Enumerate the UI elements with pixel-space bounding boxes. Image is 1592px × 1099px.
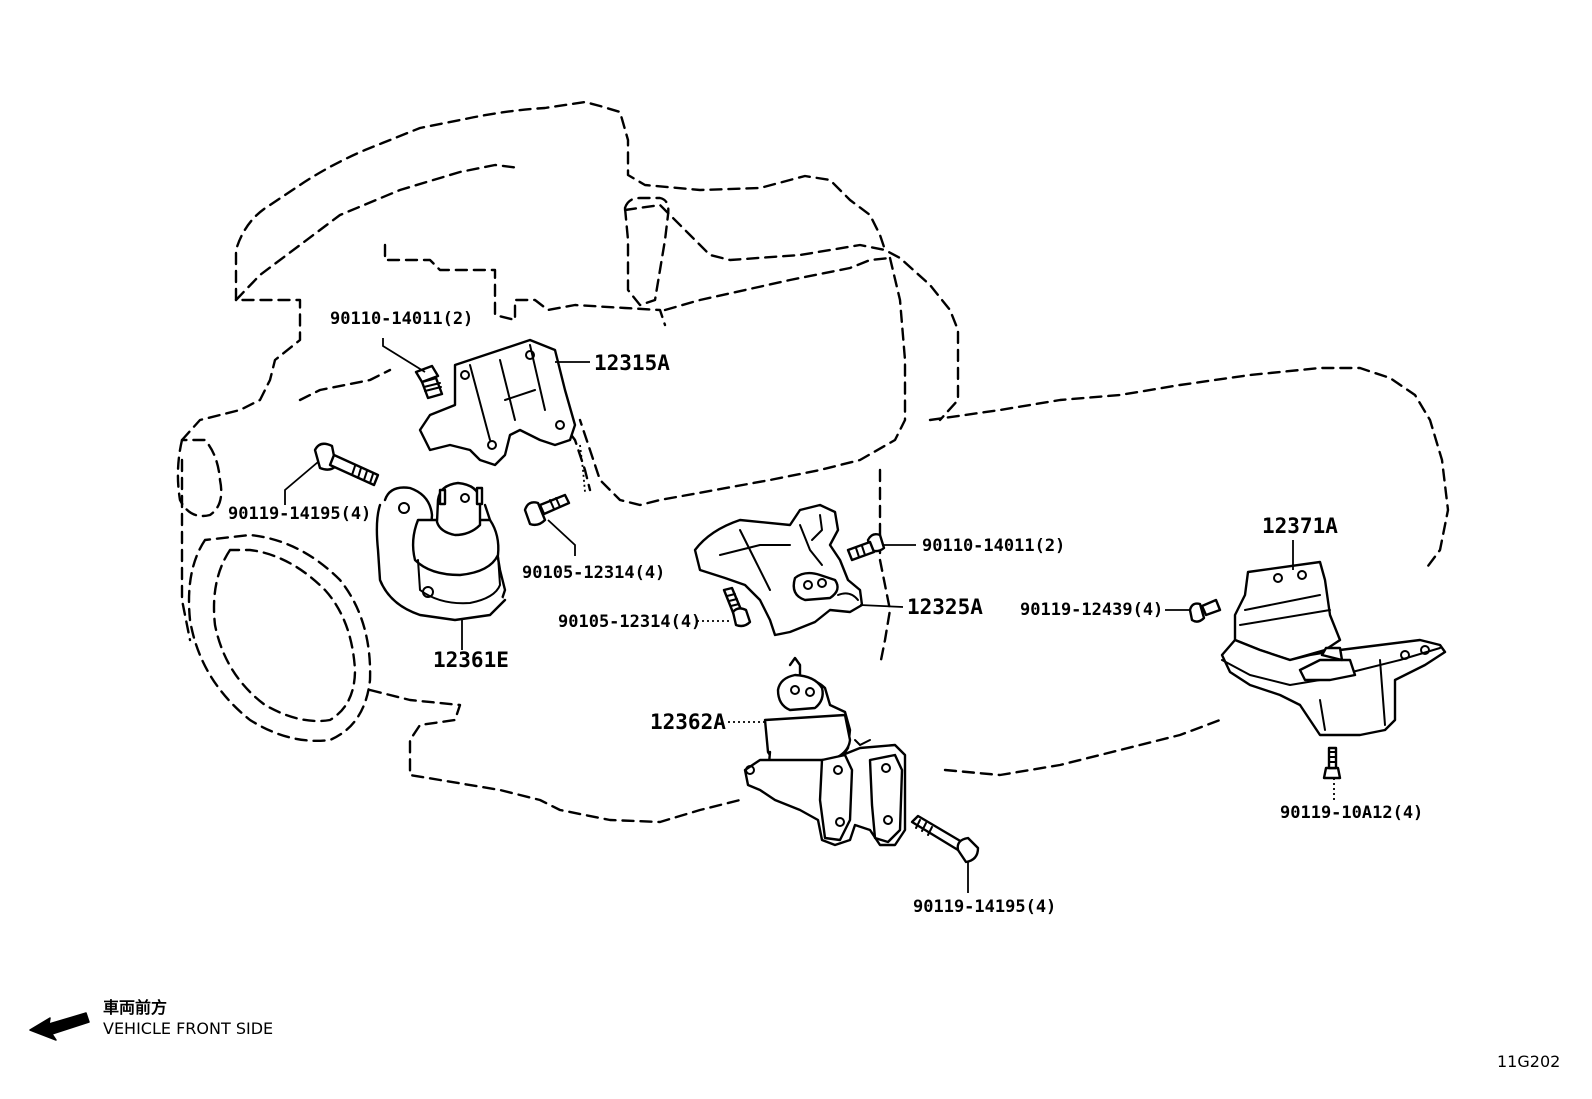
label-bolt-rear-mount: 90119-12439(4): [1020, 600, 1163, 620]
legend-en: VEHICLE FRONT SIDE: [103, 1019, 273, 1038]
label-mount-12361e: 12361E: [433, 648, 509, 672]
label-mount-12362a: 12362A: [650, 710, 726, 734]
rear-mount-12371a[interactable]: [1220, 560, 1447, 737]
engine-phantom-outline: [176, 100, 1450, 824]
label-bolt-mount-left: 90105-12314(4): [522, 563, 665, 583]
bracket-12315a[interactable]: [418, 338, 577, 467]
bolt-right-bracket[interactable]: [846, 532, 886, 562]
bolt-long-right[interactable]: [910, 814, 980, 864]
bolt-mount-left[interactable]: [523, 493, 571, 527]
bolt-long-left[interactable]: [313, 442, 380, 487]
label-bolt-long-right: 90119-14195(4): [913, 897, 1056, 917]
label-bolt-upper-bracket: 90110-14011(2): [330, 309, 473, 329]
bolt-rear-mount[interactable]: [1188, 598, 1222, 623]
engine-mount-12362a[interactable]: [743, 656, 907, 847]
label-bolt-right-bracket: 90110-14011(2): [922, 536, 1065, 556]
part-labels: 90110-14011(2) 12315A 90119-14195(4) 901…: [228, 309, 1423, 917]
bolt-center-bracket[interactable]: [722, 586, 752, 628]
front-arrow-icon: [29, 1012, 90, 1041]
label-bolt-long-left: 90119-14195(4): [228, 504, 371, 524]
bolt-upper-bracket[interactable]: [414, 364, 444, 400]
legend-jp: 車両前方: [103, 998, 167, 1017]
diagram-id: 11G202: [1497, 1052, 1560, 1071]
bracket-12325a[interactable]: [693, 503, 864, 637]
leader-lines: [284, 338, 1335, 893]
bolt-rear-bottom[interactable]: [1322, 746, 1342, 780]
label-bolt-center-bracket: 90105-12314(4): [558, 612, 701, 632]
label-bracket-12315a: 12315A: [594, 351, 670, 375]
label-rear-mount-12371a: 12371A: [1262, 514, 1338, 538]
vehicle-front-legend: 車両前方 VEHICLE FRONT SIDE: [29, 998, 273, 1041]
label-bracket-12325a: 12325A: [907, 595, 983, 619]
engine-mount-12361e[interactable]: [375, 481, 507, 622]
label-bolt-rear-bottom: 90119-10A12(4): [1280, 803, 1423, 823]
